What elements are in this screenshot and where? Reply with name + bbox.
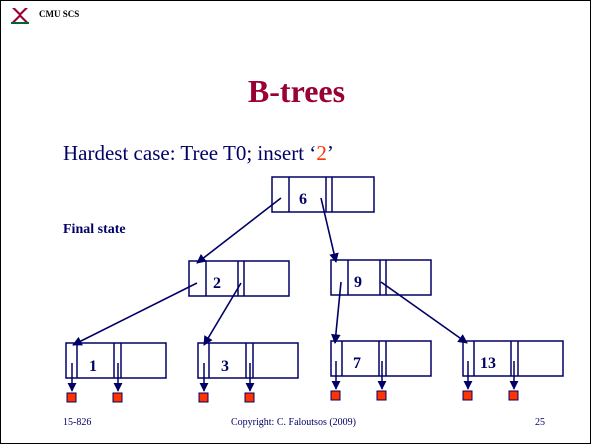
leaf-node-2 <box>197 342 299 379</box>
cmu-scs-logo-icon <box>10 5 30 25</box>
null-marker <box>376 390 387 401</box>
root-key: 6 <box>299 191 307 208</box>
leaf-node-3-key: 7 <box>353 355 361 372</box>
internal-node-right-key: 9 <box>354 274 362 291</box>
edge-root-to-left <box>196 197 282 264</box>
internal-node-left <box>188 260 290 297</box>
null-marker <box>462 390 473 401</box>
edge-left-to-leaf2 <box>203 282 242 346</box>
leaf-node-3 <box>330 340 432 377</box>
null-marker <box>66 392 77 403</box>
edge-left-to-leaf1 <box>72 282 198 346</box>
slide-title: B-trees <box>247 73 346 109</box>
null-marker <box>112 392 123 403</box>
null-marker <box>198 392 209 403</box>
edge-root-to-right <box>320 197 339 263</box>
leaf-node-1-key: 1 <box>89 358 97 375</box>
leaf-node-1 <box>65 342 167 379</box>
subtitle-suffix: ’ <box>326 141 334 165</box>
null-marker <box>508 390 519 401</box>
leaf-node-4 <box>462 340 564 377</box>
footer-page-number: 25 <box>535 417 545 428</box>
footer-course: 15-826 <box>63 417 92 428</box>
leaf-node-4-key: 13 <box>480 355 496 372</box>
edge-right-to-leaf3 <box>331 281 342 344</box>
edge-right-to-leaf4 <box>380 281 468 344</box>
root-node <box>271 176 375 213</box>
cmu-scs-tag: CMU SCS <box>39 9 80 19</box>
null-marker <box>244 392 255 403</box>
leaf-node-2-key: 3 <box>221 358 229 375</box>
internal-node-left-key: 2 <box>213 275 221 292</box>
subtitle-prefix: Hardest case: Tree T0; insert ‘ <box>63 141 317 165</box>
subtitle-inserted-value: 2 <box>316 141 327 165</box>
slide-subtitle: Hardest case: Tree T0; insert ‘2’ <box>63 141 334 166</box>
final-state-label: Final state <box>63 222 126 237</box>
internal-node-right <box>330 259 432 296</box>
footer-copyright: Copyright: C. Faloutsos (2009) <box>231 417 357 428</box>
null-marker <box>330 390 341 401</box>
